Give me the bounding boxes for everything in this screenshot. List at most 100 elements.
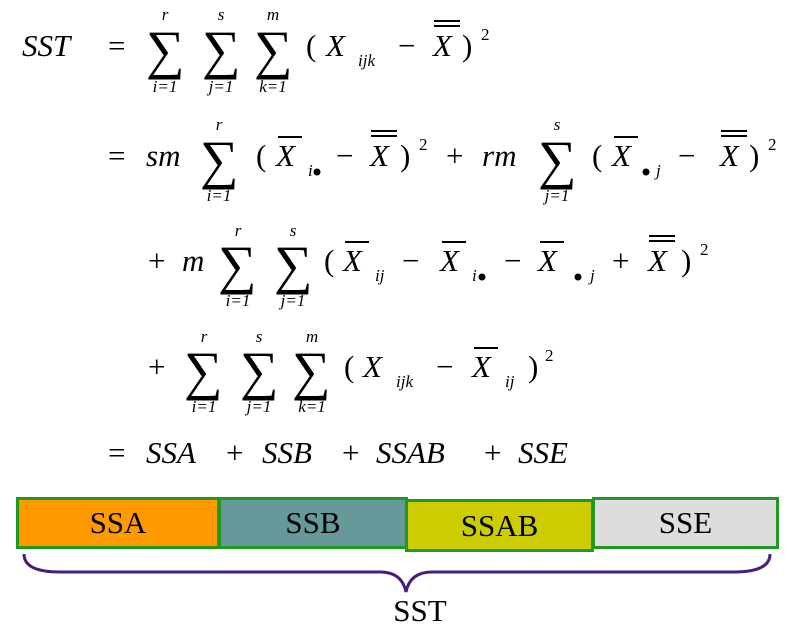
subscript-i: i	[472, 266, 477, 285]
grand-mean-x: X	[718, 138, 740, 173]
minus-sign: −	[678, 138, 695, 173]
subscript-j: j	[654, 161, 661, 180]
formula-line-3: + m ∑ r i=1 ∑ s j=1 ( X ij − X i − X j +…	[148, 221, 709, 310]
subscript-ij: ij	[505, 372, 515, 391]
open-paren: (	[592, 138, 602, 173]
open-paren: (	[256, 138, 266, 173]
plus-sign: +	[148, 243, 165, 278]
exponent-2: 2	[481, 25, 490, 44]
overbar	[434, 20, 460, 22]
grand-mean-x: X	[646, 243, 668, 278]
close-paren: )	[681, 243, 691, 278]
overbar	[474, 347, 498, 349]
sigma-symbol-icon: ∑	[274, 235, 313, 295]
equals-sign: =	[108, 138, 125, 173]
sigma-lower-limit: k=1	[259, 77, 287, 96]
subscript-j: j	[588, 266, 595, 285]
sigma-lower-limit: i=1	[207, 186, 232, 205]
exponent-2: 2	[700, 240, 709, 259]
bullet-dot-icon	[313, 168, 321, 176]
observation-x: X	[361, 349, 383, 384]
formula-line-1: SST = ∑ r i=1 ∑ s j=1 ∑ m k=1 ( X ijk − …	[22, 5, 490, 96]
sigma-upper-limit: s	[554, 115, 561, 134]
ssab-segment-label: SSAB	[460, 507, 539, 543]
plus-sign: +	[342, 435, 359, 470]
sigma-symbol-icon: ∑	[146, 20, 185, 80]
subscript-ij: ij	[375, 266, 385, 285]
subscript-i: i	[308, 161, 313, 180]
ssb-term: SSB	[262, 435, 312, 470]
sigma-symbol-icon: ∑	[218, 235, 257, 295]
sigma-lower-limit: j=1	[245, 397, 272, 416]
sse-segment-label: SSE	[658, 505, 713, 540]
equals-sign: =	[108, 435, 125, 470]
sigma-lower-limit: k=1	[298, 397, 326, 416]
overbar	[649, 235, 675, 237]
sigma-lower-limit: j=1	[543, 186, 570, 205]
row-mean-x: X	[438, 243, 460, 278]
sst-lhs: SST	[22, 28, 73, 63]
cell-mean-x: X	[341, 243, 363, 278]
close-paren: )	[462, 28, 472, 63]
coefficient-sm: sm	[146, 138, 180, 173]
overbar	[540, 241, 564, 243]
overbar	[442, 241, 466, 243]
overbar	[721, 135, 747, 137]
anova-decomposition-formula: SST = ∑ r i=1 ∑ s j=1 ∑ m k=1 ( X ijk − …	[22, 5, 777, 470]
open-paren: (	[344, 349, 354, 384]
curly-brace-path	[22, 553, 772, 593]
ssab-segment: SSAB	[405, 499, 594, 552]
formula-line-2: = sm ∑ r i=1 ( X i − X ) 2 + rm ∑ s j=1 …	[108, 115, 777, 205]
plus-sign: +	[612, 243, 629, 278]
sigma-upper-limit: s	[256, 327, 263, 346]
overbar	[371, 130, 397, 132]
minus-sign: −	[336, 138, 353, 173]
minus-sign: −	[402, 243, 419, 278]
sigma-upper-limit: s	[290, 221, 297, 240]
sigma-symbol-icon: ∑	[240, 341, 279, 401]
sigma-upper-limit: r	[162, 5, 169, 24]
close-paren: )	[749, 138, 759, 173]
sigma-upper-limit: r	[235, 221, 242, 240]
open-paren: (	[324, 243, 334, 278]
close-paren: )	[400, 138, 410, 173]
coefficient-rm: rm	[482, 138, 516, 173]
bullet-dot-icon	[574, 273, 582, 281]
bullet-dot-icon	[478, 273, 486, 281]
coefficient-m: m	[182, 243, 204, 278]
plus-sign: +	[484, 435, 501, 470]
overbar	[371, 135, 397, 137]
minus-sign: −	[398, 28, 415, 63]
sse-segment: SSE	[592, 497, 779, 549]
sigma-upper-limit: s	[218, 5, 225, 24]
equals-sign: =	[108, 28, 125, 63]
sigma-lower-limit: i=1	[226, 291, 251, 310]
sigma-lower-limit: j=1	[207, 77, 234, 96]
sigma-upper-limit: m	[306, 327, 318, 346]
sigma-symbol-icon: ∑	[202, 20, 241, 80]
sigma-symbol-icon: ∑	[184, 341, 223, 401]
sigma-lower-limit: i=1	[153, 77, 178, 96]
sigma-upper-limit: r	[201, 327, 208, 346]
close-paren: )	[528, 349, 538, 384]
ssb-segment: SSB	[218, 497, 408, 549]
total-brace-icon	[22, 553, 772, 593]
sigma-lower-limit: j=1	[279, 291, 306, 310]
column-mean-x: X	[536, 243, 558, 278]
exponent-2: 2	[768, 135, 777, 154]
open-paren: (	[306, 28, 316, 63]
sigma-symbol-icon: ∑	[538, 130, 577, 190]
sse-term: SSE	[518, 435, 568, 470]
ssb-segment-label: SSB	[285, 505, 341, 540]
plus-sign: +	[148, 349, 165, 384]
sst-total-label: SST	[393, 593, 447, 628]
ssa-term: SSA	[146, 435, 197, 470]
exponent-2: 2	[545, 346, 554, 365]
ssab-term: SSAB	[376, 435, 445, 470]
overbar	[649, 240, 675, 242]
overbar	[345, 241, 369, 243]
sigma-upper-limit: r	[216, 115, 223, 134]
sigma-lower-limit: i=1	[192, 397, 217, 416]
subscript-ijk: ijk	[396, 372, 413, 391]
sigma-symbol-icon: ∑	[292, 341, 331, 401]
